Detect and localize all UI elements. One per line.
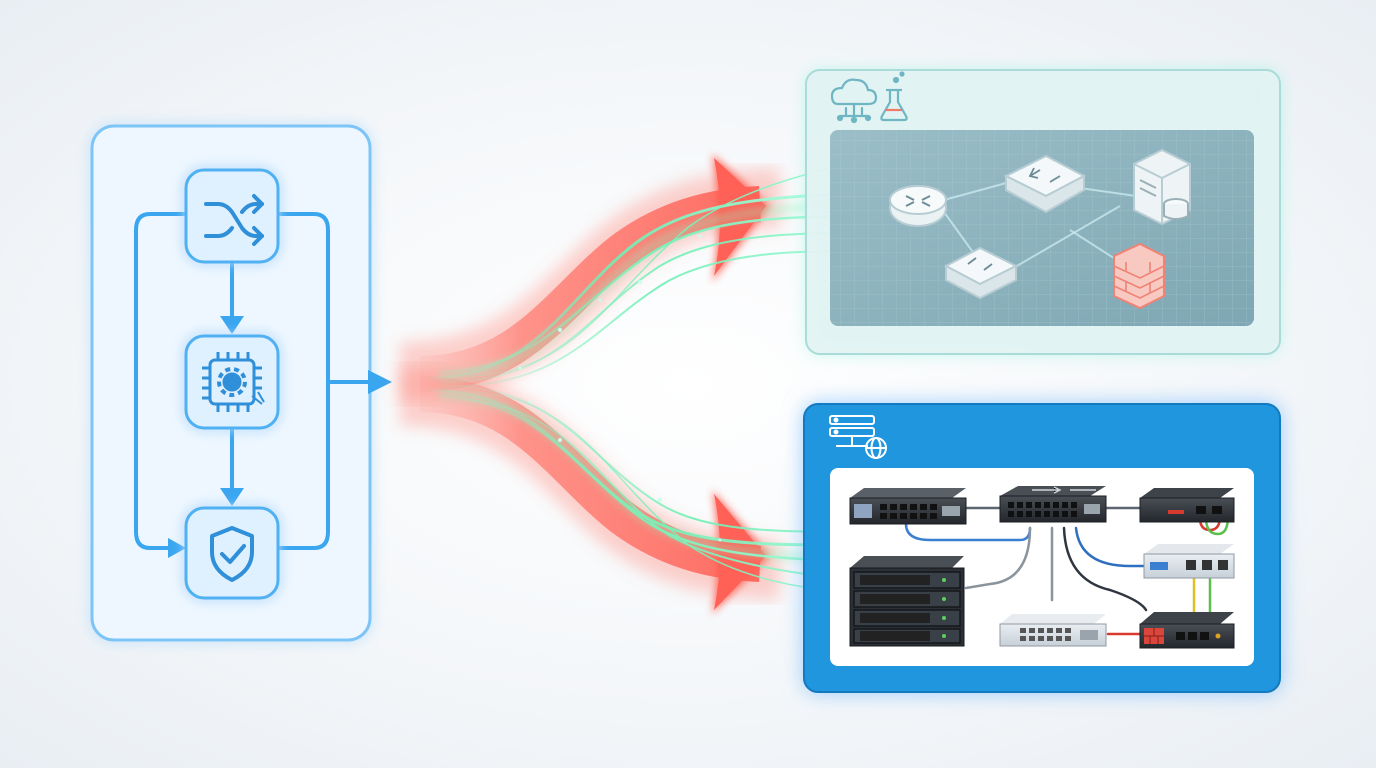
router-icon[interactable] — [890, 186, 946, 226]
access-switch[interactable] — [1144, 544, 1234, 578]
pipeline-step-compute[interactable] — [186, 336, 278, 428]
firewall-appliance[interactable] — [1140, 612, 1234, 648]
pipeline-group — [92, 126, 392, 640]
router-appliance[interactable] — [1140, 488, 1234, 522]
virtual-lab-panel — [806, 70, 1280, 354]
pipeline-step-security[interactable] — [186, 508, 278, 598]
server-icon[interactable] — [1134, 150, 1190, 224]
rack-switch[interactable] — [850, 488, 966, 524]
rack-servers[interactable] — [850, 556, 964, 646]
firewall-icon[interactable] — [1114, 244, 1164, 308]
edge-switch[interactable] — [1000, 614, 1106, 646]
physical-lab-panel — [804, 404, 1280, 692]
pipeline-arrowhead-out — [368, 370, 392, 394]
core-switch[interactable] — [1000, 486, 1106, 522]
pipeline-step-shuffle[interactable] — [186, 170, 278, 262]
